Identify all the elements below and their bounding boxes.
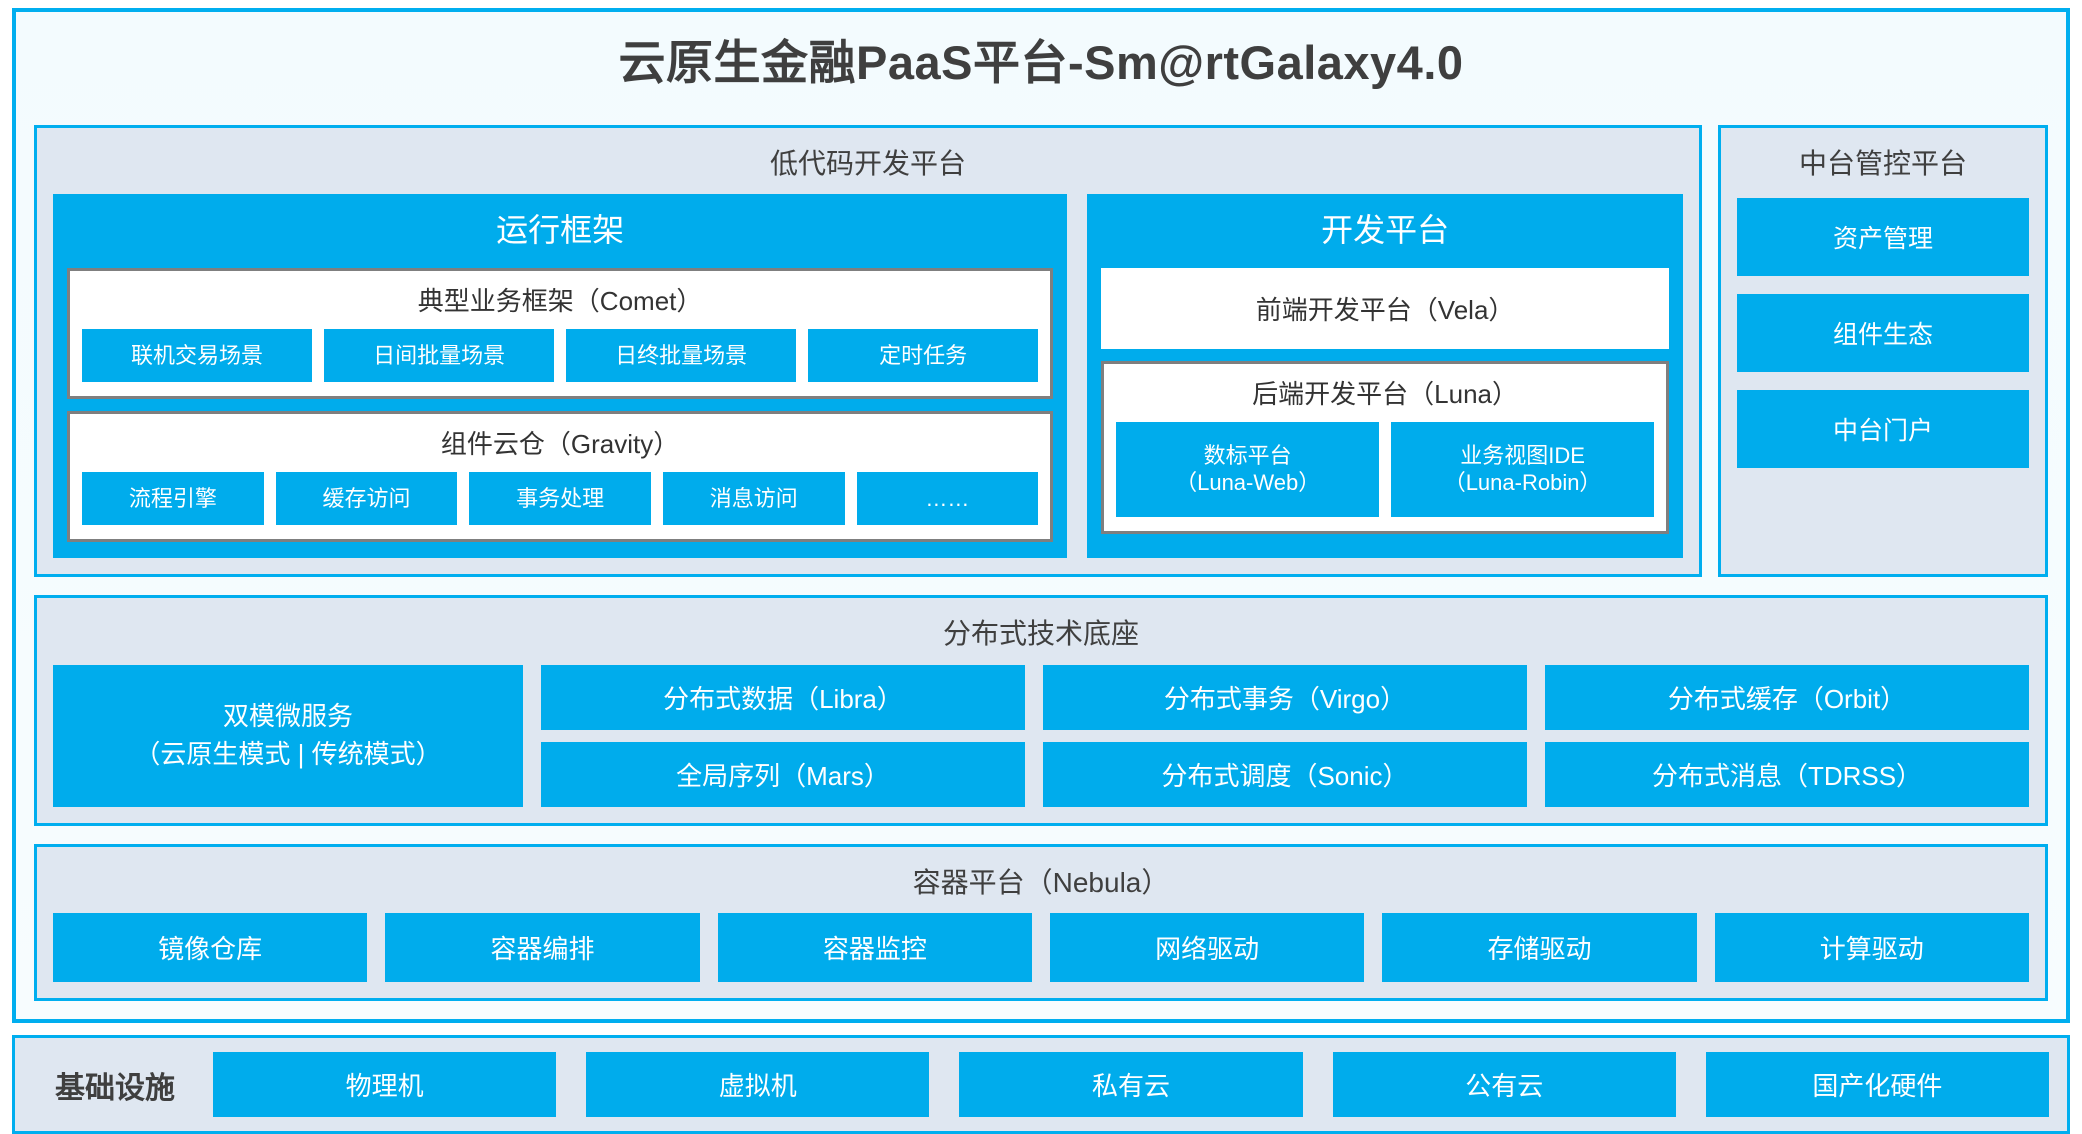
luna-robin-line1: 业务视图IDE — [1460, 442, 1585, 468]
dual-mode-microservice-card[interactable]: 双模微服务 （云原生模式 | 传统模式） — [53, 664, 523, 807]
luna-chip-row: 数标平台 （Luna-Web） 业务视图IDE （Luna-Robin） — [1116, 421, 1655, 517]
luna-web-line1: 数标平台 — [1203, 442, 1292, 468]
distributed-column-3: 分布式缓存（Orbit） 分布式消息（TDRSS） — [1545, 664, 2029, 807]
comet-card: 典型业务框架（Comet） 联机交易场景 日间批量场景 日终批量场景 定时任务 — [67, 267, 1054, 400]
distributed-item-libra[interactable]: 分布式数据（Libra） — [541, 664, 1025, 730]
infrastructure-items: 物理机 虚拟机 私有云 公有云 国产化硬件 — [213, 1052, 2050, 1118]
midoffice-item-component-ecosystem[interactable]: 组件生态 — [1737, 294, 2029, 373]
lowcode-platform-panel: 低代码开发平台 运行框架 典型业务框架（Comet） 联机交易场景 日间批量场景… — [34, 124, 1702, 578]
frontend-platform-vela[interactable]: 前端开发平台（Vela） — [1101, 267, 1669, 349]
platform-main-card: 云原生金融PaaS平台-Sm@rtGalaxy4.0 低代码开发平台 运行框架 … — [12, 8, 2070, 1024]
runtime-framework-block: 运行框架 典型业务框架（Comet） 联机交易场景 日间批量场景 日终批量场景 … — [53, 194, 1068, 559]
distributed-base-panel: 分布式技术底座 双模微服务 （云原生模式 | 传统模式） 分布式数据（Libra… — [34, 595, 2048, 826]
distributed-base-title: 分布式技术底座 — [942, 618, 1139, 650]
container-platform-panel: 容器平台（Nebula） 镜像仓库 容器编排 容器监控 网络驱动 存储驱动 计算… — [34, 843, 2048, 1002]
distributed-item-virgo[interactable]: 分布式事务（Virgo） — [1043, 664, 1527, 730]
dual-mode-line2: （云原生模式 | 传统模式） — [134, 738, 442, 769]
gravity-item[interactable]: 消息访问 — [662, 471, 845, 526]
container-item-orchestration[interactable]: 容器编排 — [385, 913, 700, 983]
midoffice-platform-title: 中台管控平台 — [1798, 147, 1967, 179]
top-row: 低代码开发平台 运行框架 典型业务框架（Comet） 联机交易场景 日间批量场景… — [34, 124, 2048, 578]
runtime-framework-title: 运行框架 — [496, 212, 625, 249]
container-item-image-registry[interactable]: 镜像仓库 — [53, 913, 368, 983]
lowcode-platform-title: 低代码开发平台 — [769, 147, 966, 179]
development-platform-block: 开发平台 前端开发平台（Vela） 后端开发平台（Luna） 数标平台 （Lun… — [1087, 194, 1683, 559]
gravity-item-more[interactable]: …… — [856, 471, 1039, 526]
luna-robin-line2: （Luna-Robin） — [1443, 470, 1602, 496]
diagram-page: 云原生金融PaaS平台-Sm@rtGalaxy4.0 低代码开发平台 运行框架 … — [12, 8, 2070, 1134]
midoffice-item-portal[interactable]: 中台门户 — [1737, 390, 2029, 469]
infrastructure-item-private-cloud[interactable]: 私有云 — [959, 1052, 1303, 1118]
infrastructure-item-public-cloud[interactable]: 公有云 — [1332, 1052, 1676, 1118]
comet-item[interactable]: 日间批量场景 — [324, 328, 555, 383]
container-item-storage-driver[interactable]: 存储驱动 — [1382, 913, 1697, 983]
infrastructure-item-virtual-machine[interactable]: 虚拟机 — [586, 1052, 930, 1118]
midoffice-platform-panel: 中台管控平台 资产管理 组件生态 中台门户 — [1718, 124, 2048, 578]
distributed-base-body: 双模微服务 （云原生模式 | 传统模式） 分布式数据（Libra） 全局序列（M… — [53, 664, 2029, 807]
infrastructure-panel: 基础设施 物理机 虚拟机 私有云 公有云 国产化硬件 — [12, 1035, 2070, 1134]
comet-chip-row: 联机交易场景 日间批量场景 日终批量场景 定时任务 — [82, 328, 1039, 383]
infrastructure-item-physical-machine[interactable]: 物理机 — [213, 1052, 557, 1118]
distributed-column-2: 分布式事务（Virgo） 分布式调度（Sonic） — [1043, 664, 1527, 807]
page-title: 云原生金融PaaS平台-Sm@rtGalaxy4.0 — [618, 36, 1464, 89]
gravity-item[interactable]: 事务处理 — [469, 471, 651, 526]
development-platform-title: 开发平台 — [1321, 212, 1450, 249]
infrastructure-label: 基础设施 — [55, 1071, 175, 1105]
distributed-item-tdrss[interactable]: 分布式消息（TDRSS） — [1545, 741, 2029, 807]
distributed-item-sonic[interactable]: 分布式调度（Sonic） — [1043, 741, 1527, 807]
gravity-item[interactable]: 缓存访问 — [275, 471, 458, 526]
lowcode-platform-body: 运行框架 典型业务框架（Comet） 联机交易场景 日间批量场景 日终批量场景 … — [53, 194, 1683, 559]
midoffice-item-asset-management[interactable]: 资产管理 — [1737, 198, 2029, 277]
distributed-item-mars[interactable]: 全局序列（Mars） — [541, 741, 1025, 807]
midoffice-items: 资产管理 组件生态 中台门户 — [1737, 194, 2029, 469]
backend-platform-luna-title: 后端开发平台（Luna） — [1252, 378, 1519, 409]
container-platform-title: 容器平台（Nebula） — [912, 866, 1170, 898]
gravity-chip-row: 流程引擎 缓存访问 事务处理 消息访问 …… — [82, 471, 1039, 526]
backend-platform-luna-card: 后端开发平台（Luna） 数标平台 （Luna-Web） 业务视图IDE （Lu… — [1101, 360, 1669, 534]
dual-mode-line1: 双模微服务 — [222, 701, 353, 732]
container-platform-items: 镜像仓库 容器编排 容器监控 网络驱动 存储驱动 计算驱动 — [53, 913, 2029, 983]
comet-title: 典型业务框架（Comet） — [417, 285, 703, 316]
gravity-item[interactable]: 流程引擎 — [82, 471, 264, 526]
luna-web-line2: （Luna-Web） — [1175, 470, 1321, 496]
container-item-compute-driver[interactable]: 计算驱动 — [1714, 913, 2029, 983]
distributed-column-1: 分布式数据（Libra） 全局序列（Mars） — [541, 664, 1025, 807]
comet-item[interactable]: 日终批量场景 — [566, 328, 797, 383]
luna-robin-item[interactable]: 业务视图IDE （Luna-Robin） — [1391, 421, 1655, 517]
container-item-network-driver[interactable]: 网络驱动 — [1049, 913, 1365, 983]
gravity-card: 组件云仓（Gravity） 流程引擎 缓存访问 事务处理 消息访问 …… — [67, 411, 1054, 543]
distributed-item-orbit[interactable]: 分布式缓存（Orbit） — [1545, 664, 2029, 730]
comet-item[interactable]: 联机交易场景 — [82, 328, 313, 383]
luna-web-item[interactable]: 数标平台 （Luna-Web） — [1116, 421, 1380, 517]
infrastructure-item-domestic-hardware[interactable]: 国产化硬件 — [1705, 1052, 2050, 1118]
comet-item[interactable]: 定时任务 — [808, 328, 1039, 383]
container-item-monitoring[interactable]: 容器监控 — [717, 913, 1032, 983]
gravity-title: 组件云仓（Gravity） — [440, 429, 680, 460]
